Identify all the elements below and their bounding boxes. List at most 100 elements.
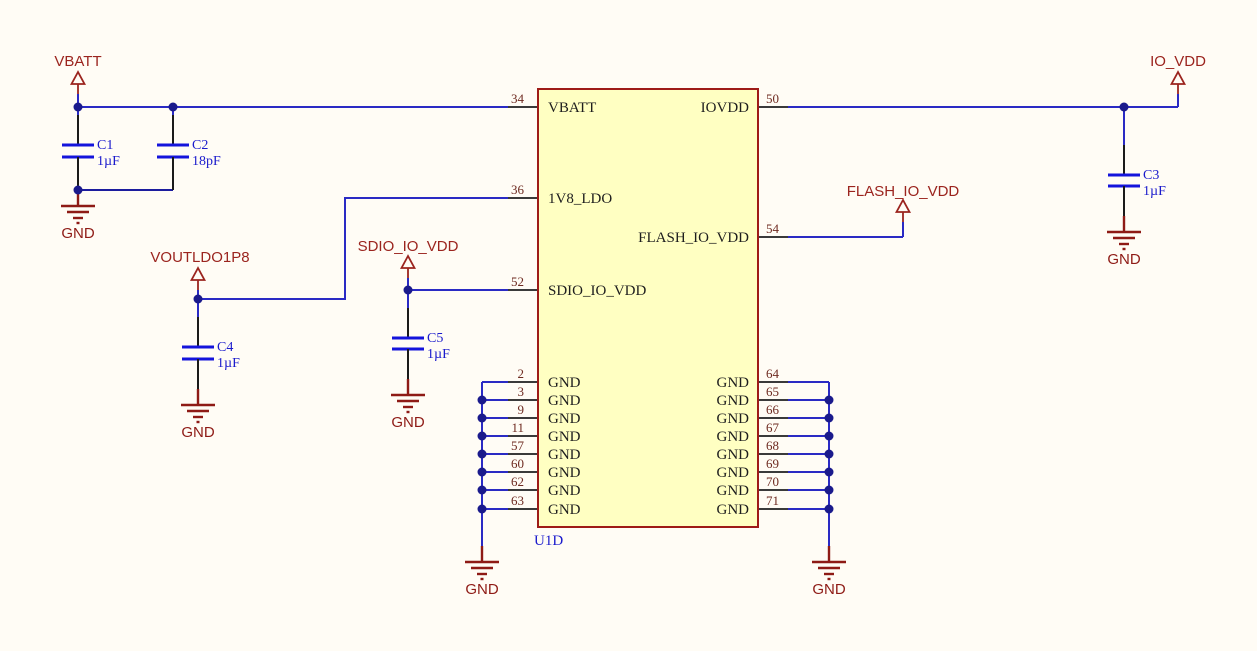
capacitor-C5[interactable]: C5 1µF [392, 308, 450, 379]
net-label-flash-io-vdd[interactable]: FLASH_IO_VDD [847, 183, 960, 200]
pin-name: GND [548, 375, 581, 391]
capacitor-C1[interactable]: C1 1µF [62, 115, 120, 190]
gnd-label[interactable]: GND [1107, 251, 1141, 268]
cap-ref[interactable]: C4 [217, 340, 233, 355]
pin-number: 67 [766, 420, 780, 435]
pin-number: 69 [766, 456, 779, 471]
cap-value[interactable]: 1µF [97, 154, 120, 169]
power-port-voutldo1p8[interactable]: VOUTLDO1P8 [150, 249, 250, 291]
net-iovdd-wires[interactable] [788, 94, 1179, 145]
pin-name: GND [717, 375, 750, 391]
pin-number: 11 [511, 420, 524, 435]
gnd-label[interactable]: GND [391, 414, 425, 431]
gnd-symbol-icon[interactable] [463, 544, 501, 581]
pin-number: 65 [766, 384, 779, 399]
pin-number: 3 [518, 384, 525, 399]
pin-name: GND [548, 411, 581, 427]
power-port-sdio-io-vdd[interactable]: SDIO_IO_VDD [358, 238, 459, 279]
power-triangle-icon[interactable] [1170, 71, 1186, 95]
net-sdio-io-vdd-wires[interactable] [407, 278, 508, 308]
pin-name: GND [548, 483, 581, 499]
net-gnd-left-bus[interactable] [481, 381, 508, 546]
pin-number: 36 [511, 182, 525, 197]
ic-pin-stubs [508, 106, 788, 510]
power-triangle-icon[interactable] [190, 267, 206, 291]
gnd-port-right-bus[interactable]: GND [810, 544, 848, 598]
net-gnd-right-bus[interactable] [788, 381, 830, 546]
gnd-port-c1c2[interactable]: GND [59, 188, 97, 242]
pin-number: 50 [766, 91, 779, 106]
net-label-vbatt[interactable]: VBATT [54, 53, 101, 70]
gnd-port-left-bus[interactable]: GND [463, 544, 501, 598]
pin-name: GND [548, 465, 581, 481]
net-label-voutldo1p8[interactable]: VOUTLDO1P8 [150, 249, 249, 266]
pin-number: 64 [766, 366, 780, 381]
ic-body-rect[interactable] [537, 88, 759, 528]
pin-name: FLASH_IO_VDD [638, 230, 749, 246]
capacitor-C3[interactable]: C3 1µF [1108, 145, 1166, 216]
component-U1D[interactable]: U1D VBATT 1V8_LDO SDIO_IO_VDD GND GND GN… [511, 88, 780, 549]
pin-number: 71 [766, 493, 779, 508]
gnd-port-c3[interactable]: GND [1105, 214, 1143, 268]
gnd-label[interactable]: GND [61, 225, 95, 242]
pin-name: GND [548, 502, 581, 518]
power-triangle-icon[interactable] [70, 71, 86, 95]
ic-designator[interactable]: U1D [534, 533, 563, 549]
cap-value[interactable]: 1µF [1143, 184, 1166, 199]
pin-number: 52 [511, 274, 524, 289]
cap-ref[interactable]: C5 [427, 331, 443, 346]
pin-name: GND [548, 429, 581, 445]
net-label-sdio-io-vdd[interactable]: SDIO_IO_VDD [358, 238, 459, 255]
pin-number: 68 [766, 438, 779, 453]
pin-name: VBATT [548, 100, 596, 116]
pin-name: GND [717, 447, 750, 463]
pin-name: GND [548, 447, 581, 463]
gnd-symbol-icon[interactable] [389, 377, 427, 414]
pin-name: GND [717, 411, 750, 427]
cap-ref[interactable]: C1 [97, 138, 113, 153]
gnd-port-c5[interactable]: GND [389, 377, 427, 431]
pin-number: 70 [766, 474, 779, 489]
power-triangle-icon[interactable] [895, 199, 911, 223]
junction-dots [73, 102, 1129, 514]
pin-number: 66 [766, 402, 780, 417]
pin-name: SDIO_IO_VDD [548, 283, 646, 299]
pin-number: 34 [511, 91, 525, 106]
power-port-vbatt[interactable]: VBATT [54, 53, 102, 95]
net-label-io-vdd[interactable]: IO_VDD [1150, 53, 1206, 70]
pin-number: 54 [766, 221, 780, 236]
power-port-flash-io-vdd[interactable]: FLASH_IO_VDD [847, 183, 960, 223]
net-flash-io-vdd-wires[interactable] [788, 222, 904, 238]
pin-name: GND [717, 429, 750, 445]
cap-value[interactable]: 18pF [192, 154, 221, 169]
pin-name: GND [717, 502, 750, 518]
pin-number: 57 [511, 438, 525, 453]
capacitor-C2[interactable]: C2 18pF [157, 115, 221, 190]
cap-value[interactable]: 1µF [427, 347, 450, 362]
pin-name: IOVDD [701, 100, 749, 116]
pin-number: 9 [518, 402, 525, 417]
power-triangle-icon[interactable] [400, 255, 416, 279]
gnd-symbol-icon[interactable] [810, 544, 848, 581]
gnd-label[interactable]: GND [812, 581, 846, 598]
gnd-label[interactable]: GND [465, 581, 499, 598]
gnd-symbol-icon[interactable] [179, 387, 217, 424]
pin-name: GND [717, 483, 750, 499]
gnd-label[interactable]: GND [181, 424, 215, 441]
pin-number: 60 [511, 456, 524, 471]
net-vbatt-wires[interactable] [77, 94, 508, 191]
gnd-port-c4[interactable]: GND [179, 387, 217, 441]
gnd-symbol-icon[interactable] [1105, 214, 1143, 251]
pin-number: 62 [511, 474, 524, 489]
capacitor-C4[interactable]: C4 1µF [182, 317, 240, 389]
cap-value[interactable]: 1µF [217, 356, 240, 371]
cap-ref[interactable]: C2 [192, 138, 208, 153]
pin-name: GND [717, 393, 750, 409]
power-port-io-vdd[interactable]: IO_VDD [1150, 53, 1206, 95]
cap-ref[interactable]: C3 [1143, 168, 1159, 183]
pin-number: 2 [518, 366, 525, 381]
pin-name: 1V8_LDO [548, 191, 612, 207]
gnd-symbol-icon[interactable] [59, 188, 97, 225]
pin-name: GND [548, 393, 581, 409]
